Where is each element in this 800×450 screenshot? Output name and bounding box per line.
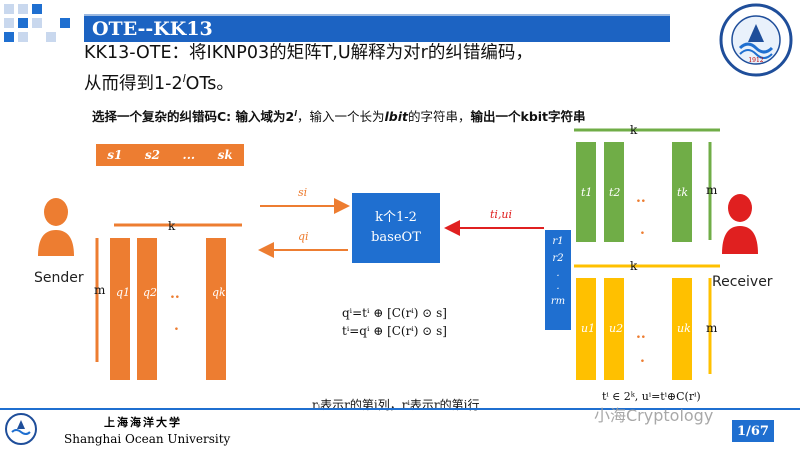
s-string-bar: s1 s2 ... sk — [96, 144, 244, 166]
slide-heading: KK13-OTE：将IKNP03的矩阵T,U解释为对r的纠错编码， 从而得到1-… — [84, 40, 694, 97]
receiver-u-label: u2 — [609, 322, 623, 335]
receiver-k-label-top: k — [630, 123, 638, 137]
receiver-t-dot: . — [640, 222, 645, 238]
r-item: . — [556, 281, 560, 292]
receiver-column-tk — [672, 142, 692, 242]
receiver-m-label-bottom: m — [706, 321, 718, 335]
heading-line-2: 从而得到1-2lOTs。 — [84, 72, 234, 94]
formula-t: tⁱ=qⁱ ⊕ [C(rⁱ) ⊙ s] — [342, 324, 447, 338]
receiver-t-label: t2 — [609, 186, 620, 199]
receiver-u-label: uk — [677, 322, 691, 335]
receiver-t-matrix: k m t1 t2 .. tk . — [574, 123, 720, 242]
slide-title: OTE--KK13 — [92, 18, 213, 40]
receiver-column-u2 — [604, 278, 624, 380]
s-item: s2 — [144, 148, 161, 162]
title-bar — [84, 16, 670, 42]
ot-box-line-2: baseOT — [371, 230, 421, 245]
sender-column-q1 — [110, 238, 130, 380]
receiver-u-matrix: k m u1 u2 .. uk . — [574, 259, 720, 380]
arrow-q-label: qi — [298, 230, 309, 243]
sender-person-icon — [38, 198, 74, 256]
sender-dot: . — [174, 318, 179, 334]
sender-column-label: qk — [212, 286, 226, 299]
receiver-note: tⁱ ∈ 2ᵏ, uⁱ=tⁱ⊕C(rⁱ) — [602, 390, 701, 403]
arrow-tu-label: ti,ui — [490, 208, 512, 221]
r-item: r1 — [552, 236, 564, 247]
watermark: 小海Cryptology — [594, 406, 714, 425]
receiver-column-u1 — [576, 278, 596, 380]
title-accent-line — [84, 14, 670, 16]
footer-logo — [5, 413, 37, 445]
r-column: r1 r2 . . rm — [545, 230, 571, 330]
receiver-column-t2 — [604, 142, 624, 242]
page-number: 1/67 — [732, 420, 774, 442]
arrow-s-label: si — [298, 186, 307, 199]
s-item: s1 — [107, 148, 123, 162]
s-item: sk — [217, 148, 233, 162]
receiver-arrow: ti,ui — [444, 208, 544, 236]
receiver-m-label-top: m — [706, 183, 718, 197]
receiver-label: Receiver — [712, 274, 773, 290]
receiver-person-icon — [722, 194, 758, 254]
receiver-t-label: t1 — [581, 186, 592, 199]
r-item: rm — [550, 296, 566, 307]
receiver-t-label: tk — [677, 186, 688, 199]
receiver-u-dot: . — [640, 350, 645, 366]
receiver-u-ellipsis: .. — [636, 326, 646, 342]
base-ot-box: k个1-2 baseOT — [352, 193, 440, 263]
receiver-t-ellipsis: .. — [636, 190, 646, 206]
r-item: . — [556, 268, 560, 279]
sender-m-label: m — [94, 283, 106, 297]
ot-box-line-1: k个1-2 — [375, 210, 417, 225]
sender-column-label: q2 — [143, 286, 157, 299]
receiver-column-t1 — [576, 142, 596, 242]
slide-subheading: 选择一个复杂的纠错码C: 输入域为2l，输入一个长为lbit的字符串，输出一个k… — [92, 108, 586, 124]
footer-university-en: Shanghai Ocean University — [64, 432, 231, 446]
svg-text:1912: 1912 — [748, 57, 763, 64]
sender-label: Sender — [34, 270, 84, 286]
sender-matrix: k m q1 q2 .. qk . — [94, 219, 242, 380]
receiver-column-uk — [672, 278, 692, 380]
sender-k-label: k — [168, 219, 176, 233]
sender-column-q2 — [137, 238, 157, 380]
formula-q: qⁱ=tⁱ ⊕ [C(rⁱ) ⊙ s] — [342, 306, 447, 320]
sender-column-label: q1 — [116, 286, 130, 299]
corner-decoration — [4, 4, 70, 42]
s-item: ... — [182, 148, 196, 162]
heading-line-1: KK13-OTE：将IKNP03的矩阵T,U解释为对r的纠错编码， — [84, 43, 533, 63]
r-item: r2 — [552, 253, 564, 264]
sender-arrows: si qi — [258, 186, 350, 258]
sender-column-ellipsis: .. — [170, 286, 180, 302]
row-column-note: rᵢ表示r的第i列，rⁱ表示r的第i行 — [312, 398, 480, 412]
footer-university-cn: 上海海洋大学 — [104, 416, 182, 429]
receiver-u-label: u1 — [581, 322, 595, 335]
footer-divider — [0, 408, 800, 410]
sender-column-qk — [206, 238, 226, 380]
receiver-k-label-bottom: k — [630, 259, 638, 273]
university-logo: 1912 — [719, 3, 793, 77]
